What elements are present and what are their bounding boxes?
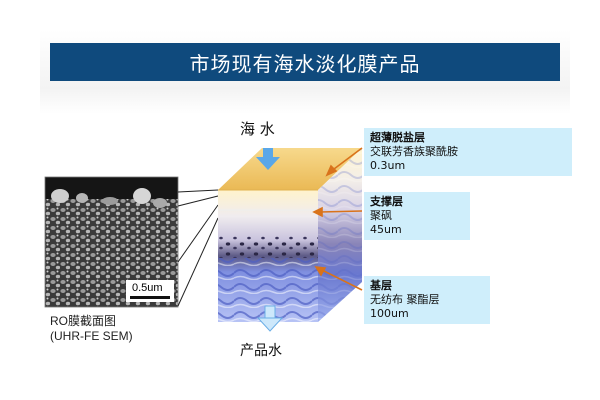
sem-caption-line1: RO膜截面图 [50, 314, 133, 329]
sem-caption-line2: (UHR-FE SEM) [50, 329, 133, 344]
membrane-block [218, 148, 362, 322]
layer-thickness: 100um [370, 307, 484, 321]
callout-base-layer: 基层 无纺布 聚酯层 100um [364, 276, 490, 324]
layer-material: 聚砜 [370, 209, 464, 223]
layer-thickness: 0.3um [370, 159, 566, 173]
layer-thickness: 45um [370, 223, 464, 237]
layer-name: 基层 [370, 279, 484, 293]
product-water-label: 产品水 [240, 340, 282, 360]
support-layer-pores [218, 236, 318, 258]
callout-support-layer: 支撑层 聚砜 45um [364, 192, 470, 240]
scale-bar-label: 0.5um [132, 282, 163, 294]
connector-lines [178, 190, 218, 306]
sem-caption: RO膜截面图 (UHR-FE SEM) [50, 314, 133, 344]
layer-name: 支撑层 [370, 195, 464, 209]
layer-name: 超薄脱盐层 [370, 131, 566, 145]
layer-material: 无纺布 聚酯层 [370, 293, 484, 307]
seawater-label: 海 水 [240, 118, 275, 139]
callout-ultrathin-layer: 超薄脱盐层 交联芳香族聚酰胺 0.3um [364, 128, 572, 176]
layer-material: 交联芳香族聚酰胺 [370, 145, 566, 159]
scale-bar [130, 296, 170, 299]
